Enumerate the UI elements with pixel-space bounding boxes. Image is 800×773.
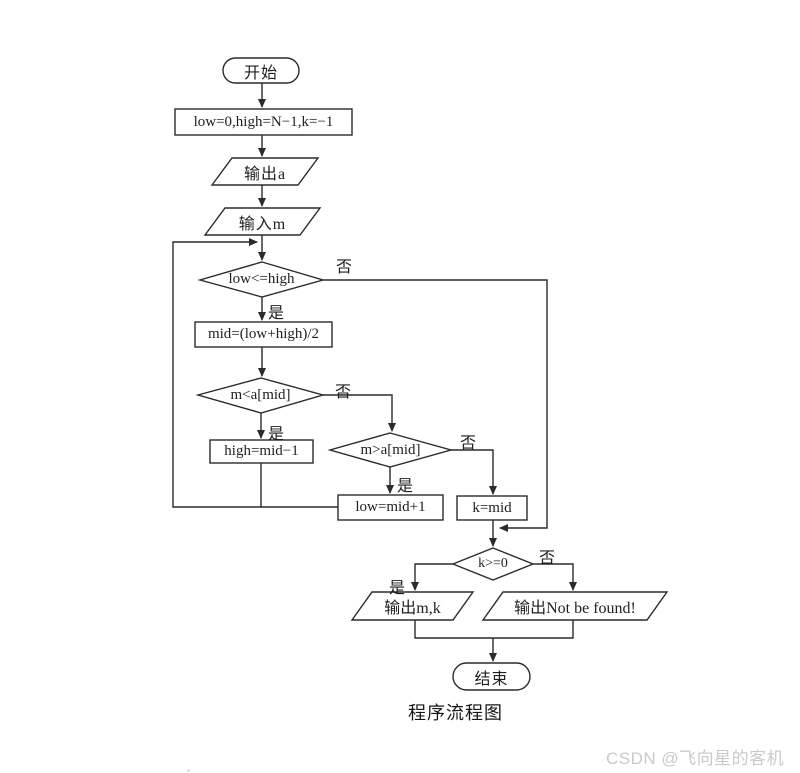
init-node-label: low=0,high=N−1,k=−1 bbox=[193, 113, 334, 130]
edge-cond3-no-kmid bbox=[451, 449, 497, 495]
output-mk-label: 输出m,k bbox=[384, 600, 441, 617]
edge-loop-back bbox=[172, 238, 338, 508]
k-assign-label: k=mid bbox=[472, 499, 512, 516]
edge-cond1-no-exit bbox=[323, 279, 548, 532]
cond4-yes-label: 是 bbox=[389, 580, 406, 597]
init-rect-shape bbox=[174, 108, 353, 136]
end-oval-shape bbox=[452, 662, 531, 691]
high-update-label: high=mid−1 bbox=[224, 443, 299, 459]
cond3-no-label: 否 bbox=[460, 435, 477, 452]
edge-cond4-yes-outputmk bbox=[411, 563, 453, 591]
cond-low-high-diamond-shape bbox=[197, 261, 326, 298]
cond2-yes-label: 是 bbox=[268, 426, 285, 443]
cond2-no-label: 否 bbox=[335, 384, 352, 401]
cond-m-less-label: m<a[mid] bbox=[230, 387, 291, 403]
cond1-yes-label: 是 bbox=[268, 305, 285, 322]
edge-cond2-no-cond3 bbox=[323, 394, 396, 432]
node-shapes bbox=[174, 57, 669, 691]
cond3-yes-label: 是 bbox=[397, 478, 414, 495]
cond4-no-label: 否 bbox=[539, 550, 556, 567]
input-m-node-label: 输入m bbox=[238, 215, 287, 233]
mid-calc-label: mid=(low+high)/2 bbox=[207, 326, 320, 342]
output-mk-parallelogram-shape bbox=[350, 591, 475, 621]
cond-low-high-label: low<=high bbox=[228, 271, 295, 287]
high-update-rect-shape bbox=[209, 439, 314, 464]
output-notfound-label: 输出Not be found! bbox=[514, 600, 636, 617]
edge-cond4-no-notfound bbox=[533, 563, 577, 591]
scan-speck bbox=[187, 769, 190, 772]
cond-m-greater-diamond-shape bbox=[327, 432, 454, 468]
low-update-rect-shape bbox=[337, 494, 444, 521]
low-update-label: low=mid+1 bbox=[355, 499, 426, 515]
mid-calc-rect-shape bbox=[194, 321, 333, 348]
output-notfound-parallelogram-shape bbox=[481, 591, 669, 621]
cond-m-less-diamond-shape bbox=[195, 377, 326, 414]
end-node-label: 结束 bbox=[474, 670, 509, 688]
csdn-watermark: CSDN @飞向星的客机 bbox=[606, 749, 785, 768]
edge-outputs-merge bbox=[414, 620, 574, 639]
output-a-parallelogram-shape bbox=[210, 157, 320, 186]
start-node-label: 开始 bbox=[243, 64, 278, 82]
start-oval-shape bbox=[222, 57, 300, 84]
output-a-node-label: 输出a bbox=[243, 165, 287, 183]
k-assign-rect-shape bbox=[456, 495, 528, 521]
input-m-parallelogram-shape bbox=[203, 207, 322, 236]
cond-m-greater-label: m>a[mid] bbox=[360, 441, 421, 458]
cond1-no-label: 否 bbox=[336, 259, 353, 276]
cond-k-diamond-shape bbox=[451, 547, 535, 581]
figure-caption: 程序流程图 bbox=[408, 703, 503, 723]
cond-k-label: k>=0 bbox=[478, 556, 508, 571]
connector-lines bbox=[172, 83, 577, 662]
